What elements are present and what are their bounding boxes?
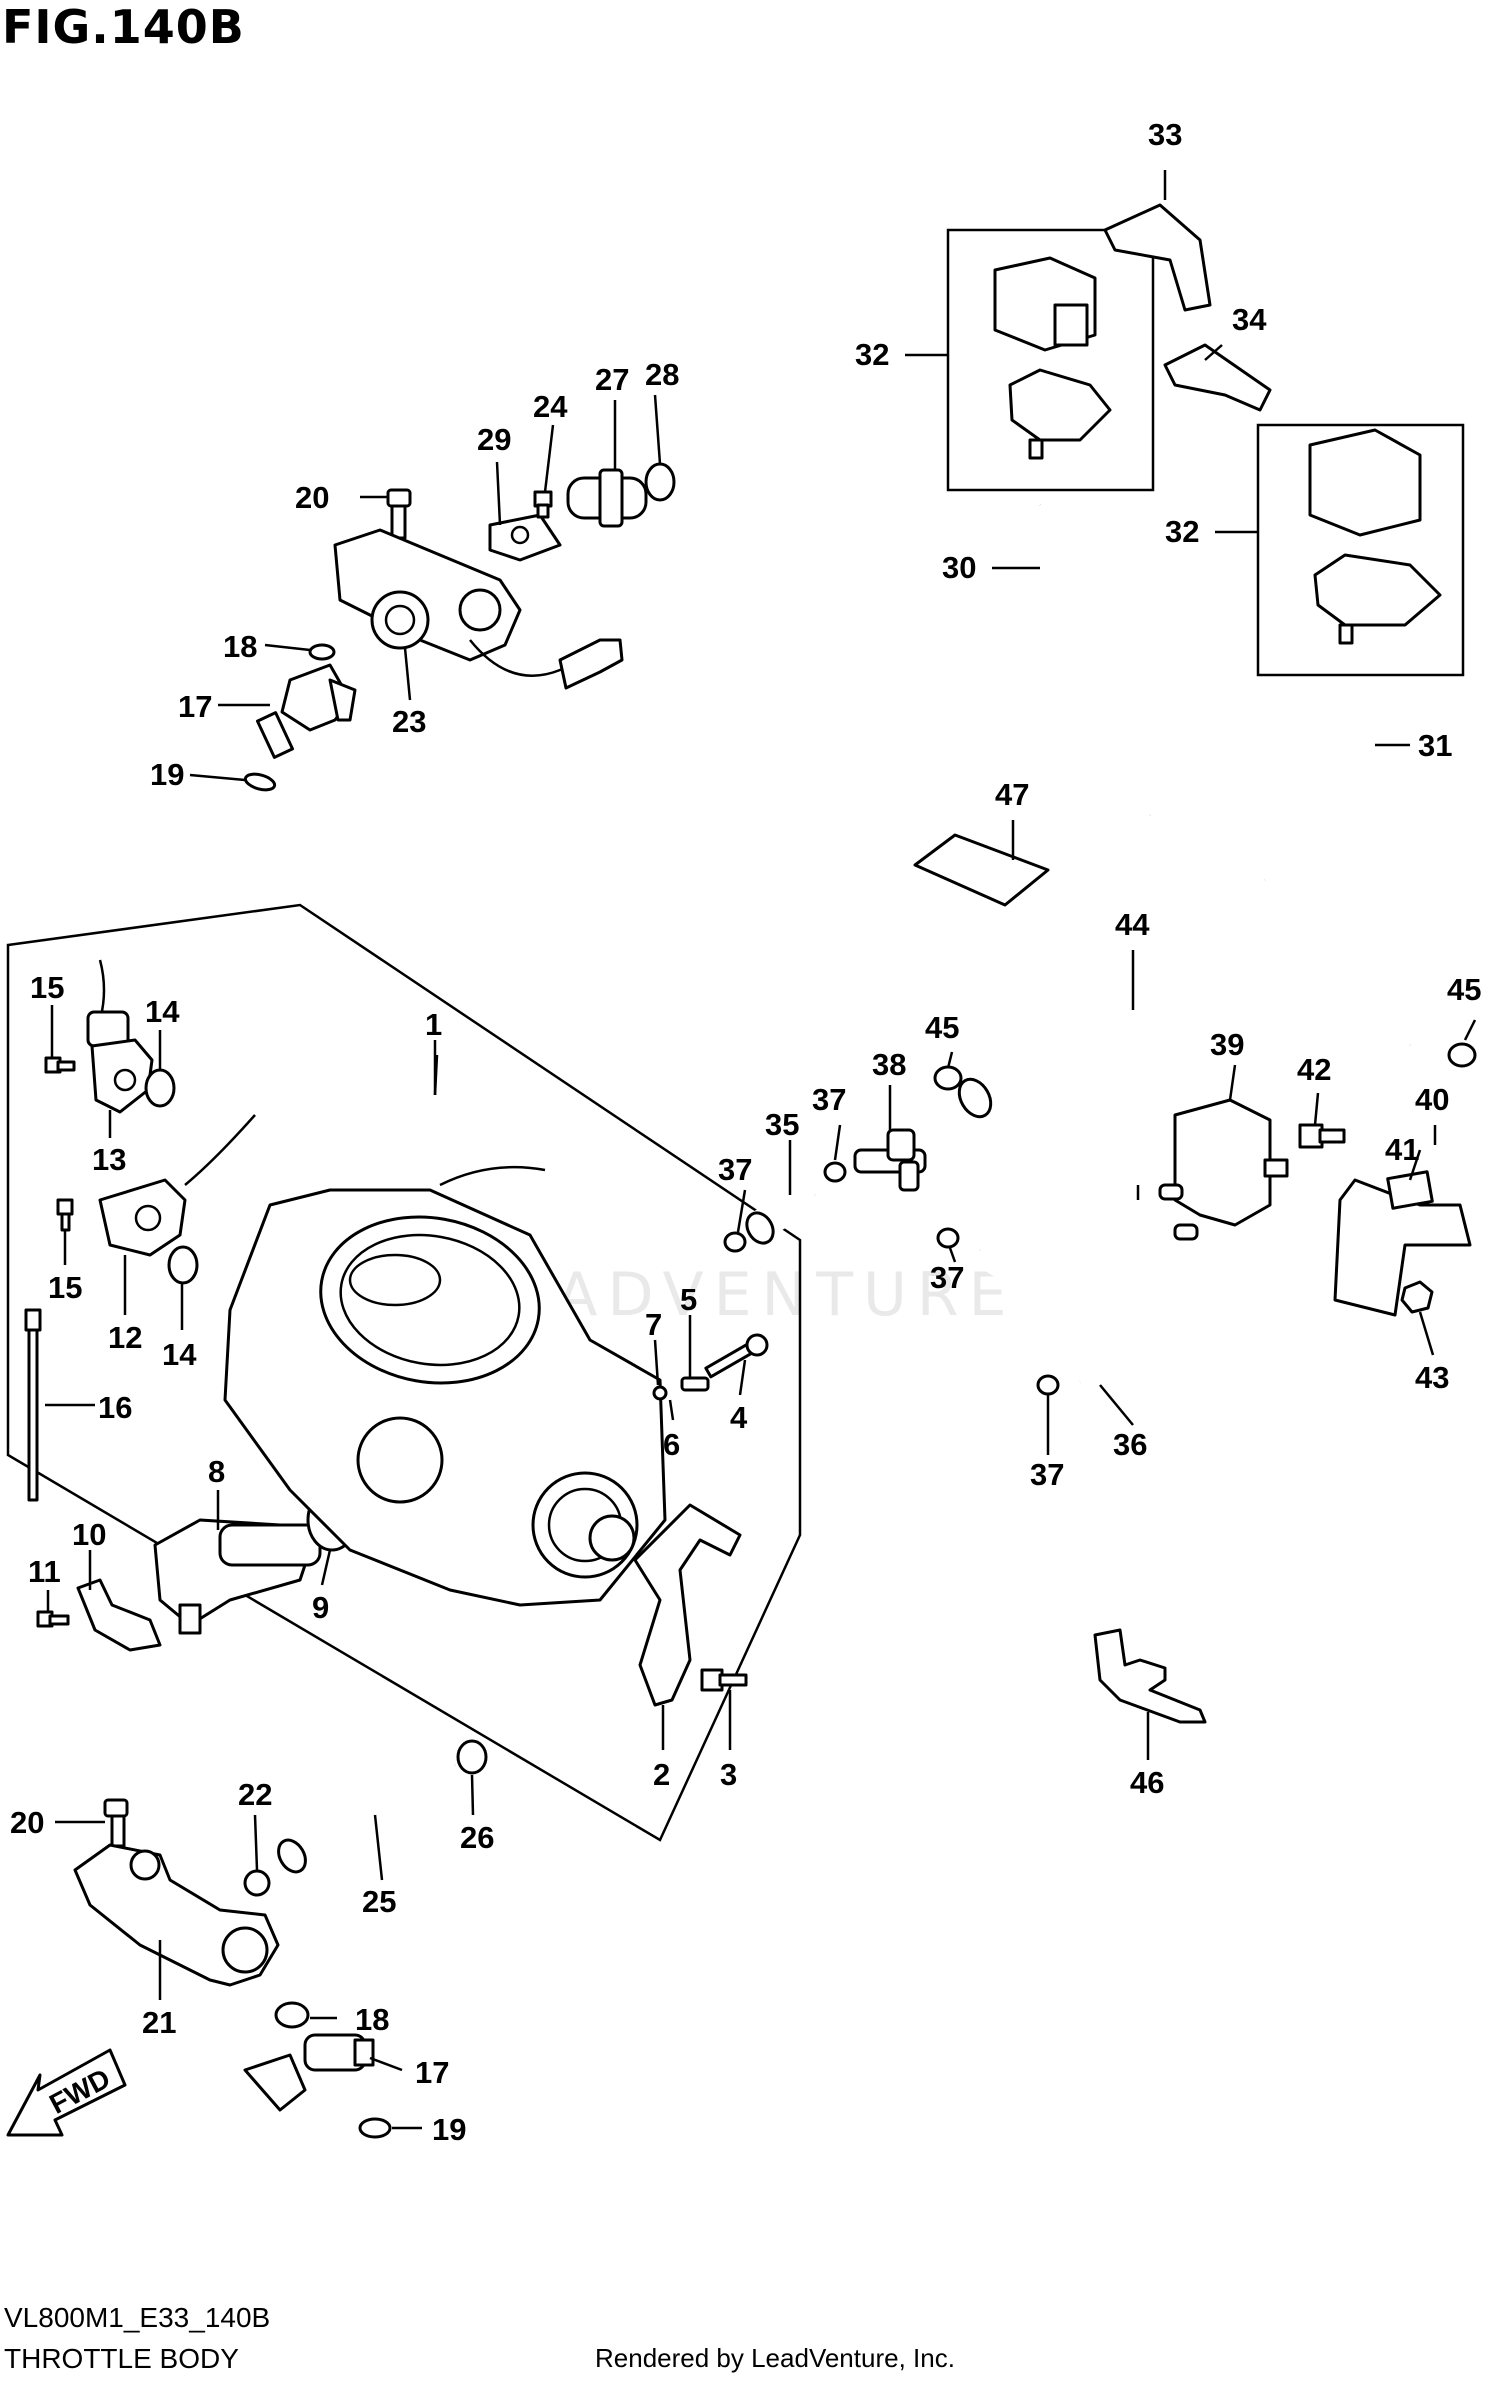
relay-group bbox=[913, 203, 1442, 907]
relay-frame-upper bbox=[946, 228, 1155, 492]
callout-24: 24 bbox=[533, 389, 568, 424]
callout-18: 18 bbox=[355, 2002, 389, 2037]
callout-47: 47 bbox=[995, 777, 1029, 812]
callout-22: 22 bbox=[238, 1777, 272, 1812]
callout-20: 20 bbox=[295, 480, 329, 515]
callout-37: 37 bbox=[930, 1260, 964, 1295]
callout-23: 23 bbox=[392, 704, 426, 739]
callout-32: 32 bbox=[1165, 514, 1199, 549]
callout-28: 28 bbox=[645, 357, 679, 392]
render-credit: Rendered by LeadVenture, Inc. bbox=[595, 2343, 955, 2373]
callout-14: 14 bbox=[145, 994, 180, 1029]
relay-frame-lower bbox=[1256, 423, 1465, 677]
callout-13: 13 bbox=[92, 1142, 126, 1177]
callout-11: 11 bbox=[28, 1554, 61, 1589]
callout-19: 19 bbox=[432, 2112, 466, 2147]
callout-15: 15 bbox=[30, 970, 64, 1005]
callout-7: 7 bbox=[645, 1307, 662, 1342]
callout-38: 38 bbox=[872, 1047, 906, 1082]
callout-numbers: 33 32 34 32 30 31 47 44 45 45 38 37 35 3… bbox=[10, 117, 1481, 2147]
callout-46: 46 bbox=[1130, 1765, 1164, 1800]
figure-subtitle: THROTTLE BODY bbox=[4, 2343, 239, 2374]
callout-25: 25 bbox=[362, 1884, 396, 1919]
callout-34: 34 bbox=[1232, 302, 1267, 337]
callout-30: 30 bbox=[942, 550, 976, 585]
callout-44: 44 bbox=[1115, 907, 1150, 942]
callout-26: 26 bbox=[460, 1820, 494, 1855]
callout-31: 31 bbox=[1418, 728, 1452, 763]
callout-9: 9 bbox=[312, 1590, 329, 1625]
callout-3: 3 bbox=[720, 1757, 737, 1792]
callout-40: 40 bbox=[1415, 1082, 1449, 1117]
callout-42: 42 bbox=[1297, 1052, 1331, 1087]
callout-29: 29 bbox=[477, 422, 511, 457]
callout-43: 43 bbox=[1415, 1360, 1449, 1395]
callout-36: 36 bbox=[1113, 1427, 1147, 1462]
callout-32: 32 bbox=[855, 337, 889, 372]
callout-1: 1 bbox=[425, 1007, 442, 1042]
callout-45: 45 bbox=[925, 1010, 959, 1045]
callout-10: 10 bbox=[72, 1517, 106, 1552]
callout-14: 14 bbox=[162, 1337, 197, 1372]
figure-title: FIG.140B bbox=[2, 0, 245, 54]
callout-17: 17 bbox=[178, 689, 212, 724]
callout-8: 8 bbox=[208, 1454, 225, 1489]
callout-33: 33 bbox=[1148, 117, 1182, 152]
callout-5: 5 bbox=[680, 1282, 697, 1317]
callout-2: 2 bbox=[653, 1757, 670, 1792]
callout-35: 35 bbox=[765, 1107, 799, 1142]
leader-lines bbox=[45, 170, 1477, 2130]
callout-20: 20 bbox=[10, 1805, 44, 1840]
throttle-body-assembly-frame bbox=[6, 903, 802, 1842]
callout-21: 21 bbox=[142, 2005, 176, 2040]
vacuum-hose-group bbox=[723, 925, 1477, 1397]
fwd-arrow: FWD bbox=[6, 2048, 127, 2137]
callout-37: 37 bbox=[718, 1152, 752, 1187]
bracket-46 bbox=[1093, 1628, 1207, 1724]
callout-39: 39 bbox=[1210, 1027, 1244, 1062]
callout-27: 27 bbox=[595, 362, 629, 397]
fuel-delivery-upper bbox=[243, 462, 676, 792]
callout-6: 6 bbox=[663, 1427, 680, 1462]
figure-code: VL800M1_E33_140B bbox=[4, 2302, 271, 2333]
callout-41: 41 bbox=[1385, 1132, 1419, 1167]
callout-45: 45 bbox=[1447, 972, 1481, 1007]
callout-37: 37 bbox=[812, 1082, 846, 1117]
callout-19: 19 bbox=[150, 757, 184, 792]
throttle-body-group bbox=[24, 959, 769, 1707]
callout-4: 4 bbox=[730, 1400, 748, 1435]
callout-37: 37 bbox=[1030, 1457, 1064, 1492]
callout-16: 16 bbox=[98, 1390, 132, 1425]
fuel-delivery-lower bbox=[73, 1739, 488, 2139]
callout-15: 15 bbox=[48, 1270, 82, 1305]
callout-12: 12 bbox=[108, 1320, 142, 1355]
callout-18: 18 bbox=[223, 629, 257, 664]
callout-17: 17 bbox=[415, 2055, 449, 2090]
